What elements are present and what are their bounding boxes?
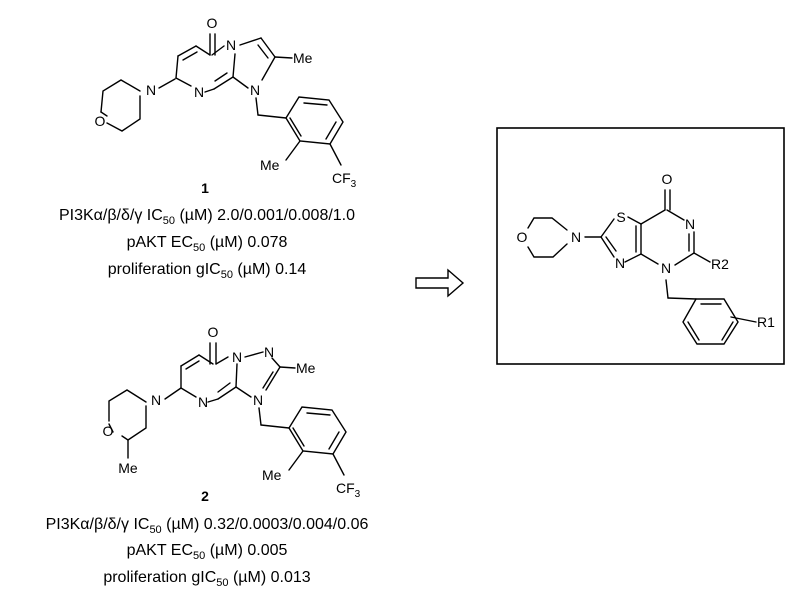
- atom-n-triazole: N: [264, 344, 274, 360]
- atom-o-morpholine: O: [95, 113, 106, 129]
- activity-1-line-3: proliferation gIC50 (µM) 0.14: [108, 261, 307, 281]
- atom-methyl-benzyl: Me: [260, 157, 280, 173]
- atom-n-thiazole: N: [615, 255, 625, 271]
- compound-2-label: 2: [201, 488, 209, 504]
- morpholine-ring-2: [108, 389, 147, 459]
- pyrimidinone-ring-scaffold: [640, 189, 711, 266]
- benzyl-group-1: [255, 96, 344, 166]
- atom-n-benzyl: N: [661, 260, 671, 276]
- atom-methyl-benzyl: Me: [262, 467, 282, 483]
- atom-n-imidazole: N: [250, 82, 260, 98]
- atom-o-carbonyl: O: [662, 171, 673, 187]
- atom-o-morpholine: O: [517, 229, 528, 245]
- atom-o-carbonyl: O: [207, 15, 218, 31]
- atom-n-morpholine: N: [571, 229, 581, 245]
- atom-cf3: CF3: [336, 480, 361, 500]
- compound-1-label: 1: [201, 180, 209, 196]
- atom-methyl-ring: Me: [293, 50, 313, 66]
- compound-1-activity: PI3Kα/β/δ/γ IC50 (µM) 2.0/0.001/0.008/1.…: [59, 207, 355, 281]
- morpholine-ring-1: [100, 79, 141, 132]
- activity-2-line-1: PI3Kα/β/δ/γ IC50 (µM) 0.32/0.0003/0.004/…: [46, 516, 369, 536]
- atom-n-morpholine: N: [146, 82, 156, 98]
- triazole-ring-2: [235, 351, 296, 398]
- atom-r2-substituent: R2: [711, 256, 729, 272]
- activity-1-line-1: PI3Kα/β/δ/γ IC50 (µM) 2.0/0.001/0.008/1.…: [59, 207, 355, 227]
- atom-o-morpholine: O: [103, 423, 114, 439]
- activity-2-line-3: proliferation gIC50 (µM) 0.013: [103, 569, 310, 589]
- atom-methyl-morpholine: Me: [118, 460, 138, 476]
- pyrimidinone-ring-2: [180, 342, 238, 403]
- atom-n-pyrimidine: N: [194, 84, 204, 100]
- atom-n-morpholine: N: [151, 392, 161, 408]
- imidazole-ring-1: [232, 37, 293, 89]
- atom-n-pyrimidine: N: [198, 394, 208, 410]
- atom-n-bridge: N: [232, 349, 242, 365]
- atom-methyl-ring: Me: [296, 360, 316, 376]
- morpholine-ring-scaffold: [527, 217, 568, 258]
- atom-n-imidazole: N: [253, 392, 263, 408]
- pyrimidinone-ring-1: [175, 33, 236, 93]
- benzyl-group-2: [258, 406, 347, 476]
- scaffold-structure: O S N N N N O R2 R1: [517, 171, 775, 345]
- thiazole-ring-scaffold: [600, 216, 642, 263]
- atom-r1-substituent: R1: [757, 314, 775, 330]
- benzyl-group-scaffold: [665, 279, 757, 345]
- atom-o-carbonyl: O: [208, 324, 219, 340]
- compound-2-activity: PI3Kα/β/δ/γ IC50 (µM) 0.32/0.0003/0.004/…: [46, 516, 369, 589]
- activity-1-line-2: pAKT EC50 (µM) 0.078: [127, 234, 288, 254]
- atom-s-thiazole: S: [616, 209, 625, 225]
- compound-2-structure: O N N N N N O Me Me Me CF3: [103, 324, 361, 500]
- activity-2-line-2: pAKT EC50 (µM) 0.005: [127, 542, 288, 562]
- hollow-arrow-icon: [415, 268, 465, 298]
- atom-cf3: CF3: [332, 170, 357, 190]
- atom-n-bridge: N: [226, 37, 236, 53]
- atom-n-amidine: N: [685, 216, 695, 232]
- compound-1-structure: O N N N N O Me Me CF3: [95, 15, 357, 190]
- scaffold-box: [496, 127, 785, 365]
